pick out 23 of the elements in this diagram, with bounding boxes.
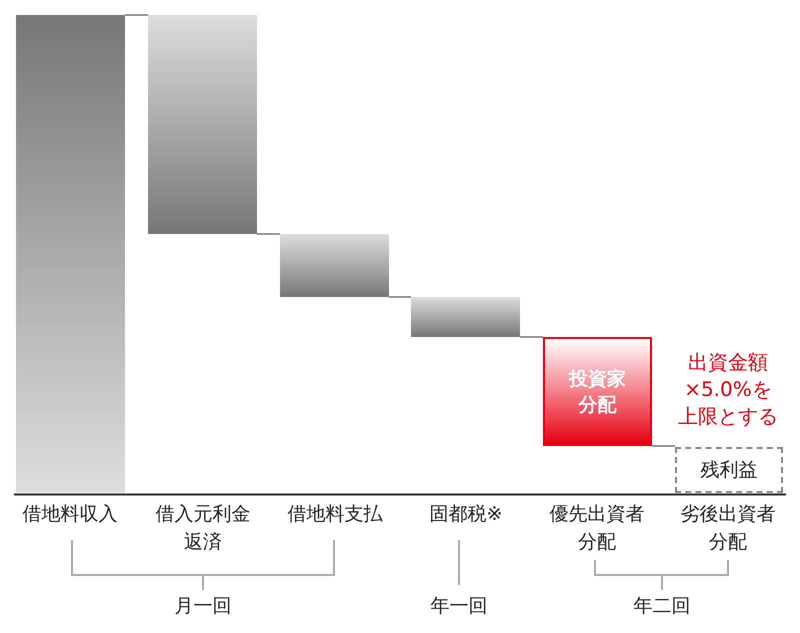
category-label: 借入元利金返済 <box>154 502 252 555</box>
category-label: 優先出資者分配 <box>548 502 646 555</box>
connector-line <box>257 233 280 235</box>
bar <box>148 15 257 234</box>
dashed-box <box>675 447 783 493</box>
bar <box>16 15 125 493</box>
connector-line <box>389 296 411 298</box>
box-label: 残利益 <box>700 458 758 483</box>
bar <box>411 297 520 337</box>
highlight-box <box>543 337 652 446</box>
note-text: 出資金額×5.0%を上限とする <box>677 349 779 430</box>
connector-line <box>125 14 148 16</box>
category-label: 借地料収入 <box>22 502 118 527</box>
frequency-label: 月一回 <box>174 594 232 619</box>
connector-line <box>652 445 675 447</box>
category-label: 借地料支払 <box>286 502 384 527</box>
category-label: 劣後出資者分配 <box>680 502 776 555</box>
box-label: 投資家分配 <box>568 366 627 418</box>
category-label: 固都税※ <box>428 502 504 527</box>
frequency-label: 年一回 <box>430 594 488 619</box>
bar <box>280 234 389 297</box>
frequency-label: 年二回 <box>632 594 692 619</box>
connector-line <box>520 336 543 338</box>
